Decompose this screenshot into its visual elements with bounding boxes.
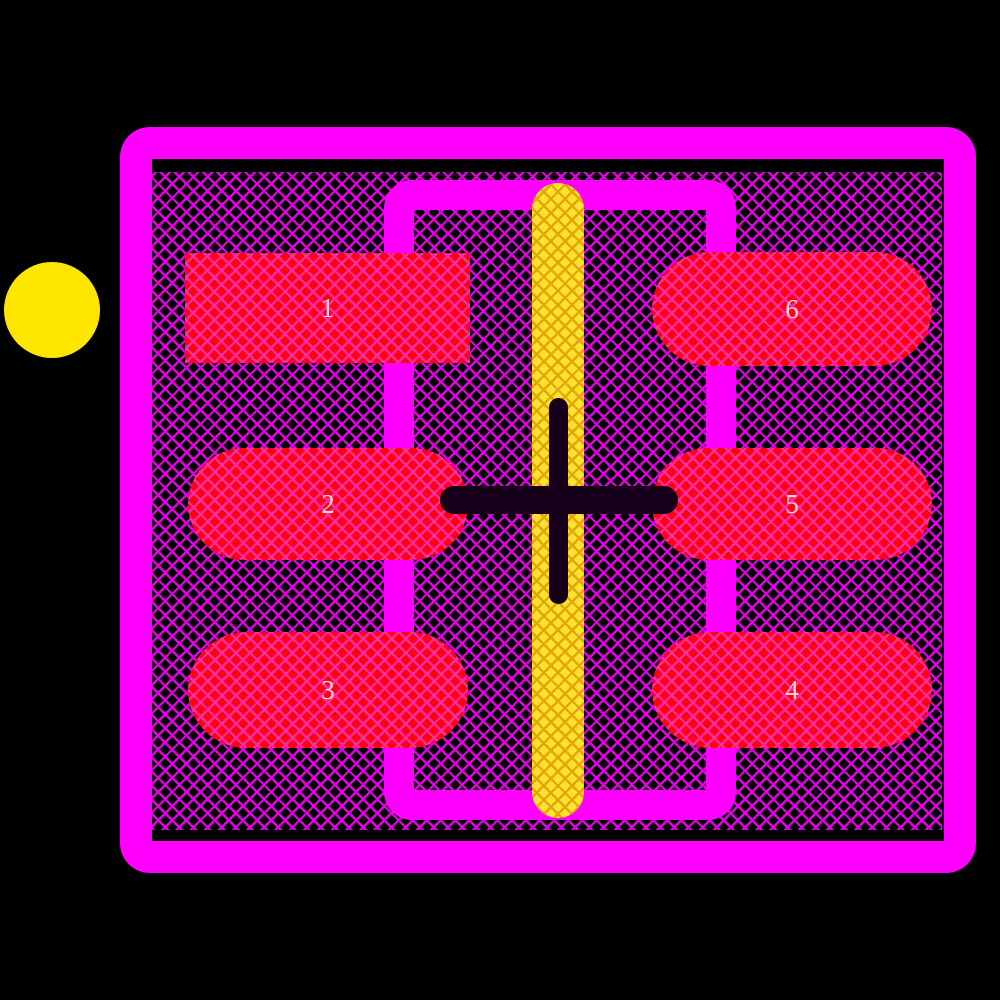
- pad-5[interactable]: 5: [652, 448, 932, 560]
- pad-number-label: 6: [785, 293, 799, 324]
- center-keepout-bar: [440, 486, 678, 514]
- pad-3[interactable]: 3: [188, 632, 468, 748]
- pad-number-label: 3: [321, 674, 335, 705]
- pad-2[interactable]: 2: [188, 448, 468, 560]
- pad-6[interactable]: 6: [652, 252, 932, 366]
- courtyard-outline: [120, 127, 976, 873]
- pad-1[interactable]: 1: [185, 253, 470, 363]
- pad-number-label: 4: [785, 674, 799, 705]
- pad-number-label: 1: [320, 292, 335, 323]
- pad-number-label: 2: [321, 488, 335, 519]
- pad-4[interactable]: 4: [652, 632, 932, 748]
- origin-marker-icon: [4, 262, 100, 358]
- pad-number-label: 5: [785, 488, 799, 519]
